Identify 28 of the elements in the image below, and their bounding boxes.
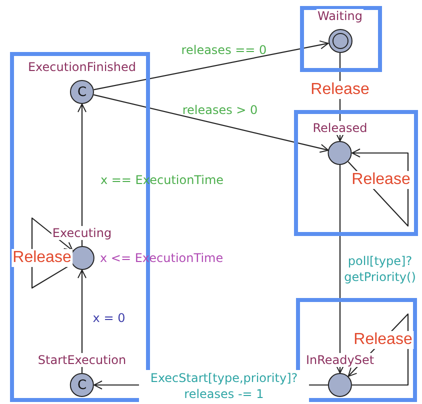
region-box xyxy=(300,6,382,72)
edge-label: Release xyxy=(350,171,412,189)
transition-arrow xyxy=(336,165,344,374)
location-state xyxy=(316,9,364,53)
edge-label: Release xyxy=(12,249,72,267)
transition-arrow xyxy=(78,270,86,373)
location-name: Released xyxy=(312,121,368,135)
edge-label: releases > 0 xyxy=(181,102,259,118)
location-state xyxy=(36,353,128,397)
location-name: Executing xyxy=(51,226,113,240)
location-state xyxy=(304,353,376,397)
edge-label: x = 0 xyxy=(92,310,126,326)
edge-label: Release xyxy=(352,331,414,349)
committed-mark: C xyxy=(77,86,87,98)
location-name: Waiting xyxy=(316,9,364,23)
location-name: InReadySet xyxy=(304,353,376,367)
location-state xyxy=(26,60,138,104)
transition-arrow xyxy=(94,40,329,90)
committed-mark: C xyxy=(77,378,87,392)
edge-label: ExecStart[type,priority]? releases -= 1 xyxy=(139,370,309,402)
edge-label: Release xyxy=(310,81,370,99)
location-state xyxy=(312,121,368,165)
transition-arrow xyxy=(94,94,329,153)
edge-label: poll[type]? getPriority() xyxy=(343,253,417,285)
transition-arrow xyxy=(78,104,86,246)
location-name: ExecutionFinished xyxy=(26,60,138,74)
location-name: StartExecution xyxy=(36,353,128,367)
edge-label: releases == 0 xyxy=(180,42,268,58)
